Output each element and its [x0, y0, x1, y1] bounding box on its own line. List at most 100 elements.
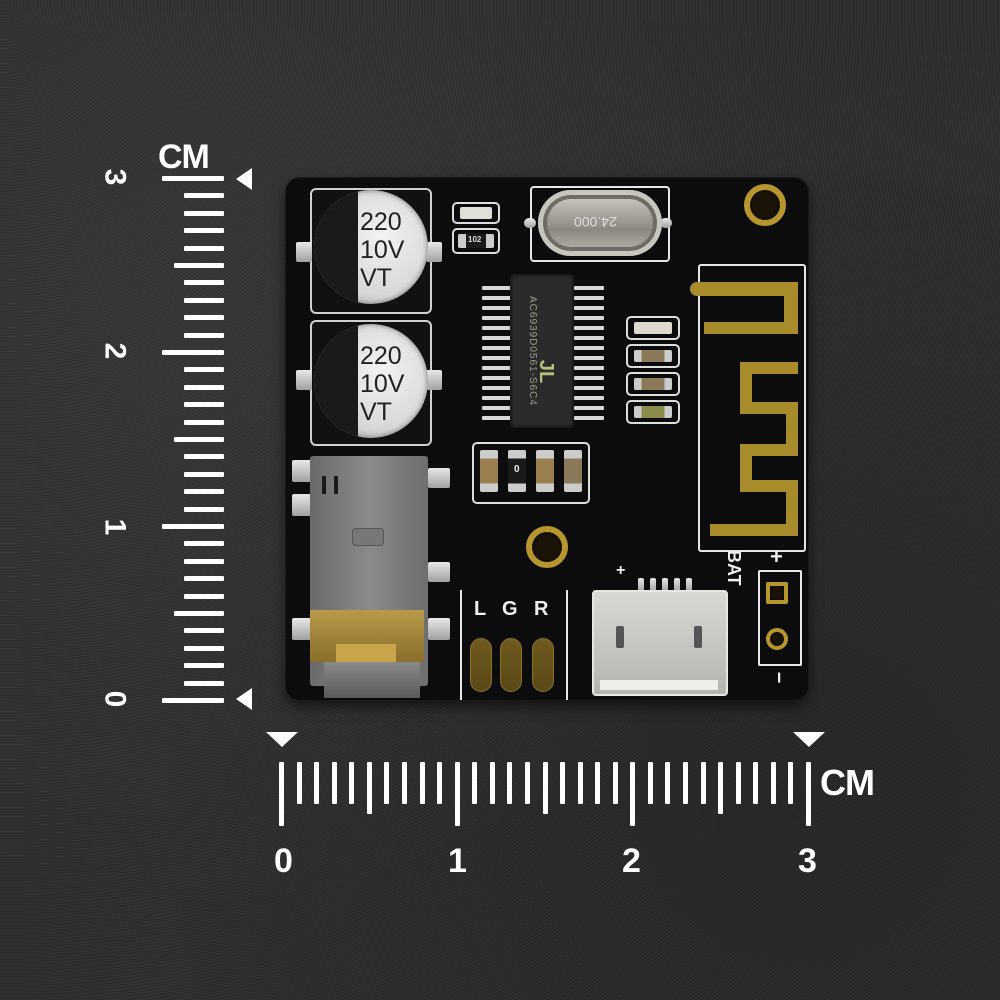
- chip-pin: [482, 336, 512, 340]
- horizontal-ruler-tick: [419, 762, 425, 804]
- usb-plus-label: +: [616, 562, 626, 579]
- audio-pad-outline: [460, 590, 568, 700]
- horizontal-ruler-tick: [735, 762, 741, 804]
- usb-lip: [600, 680, 718, 690]
- horizontal-ruler-tick: [612, 762, 618, 804]
- audio-pad-r: [532, 638, 554, 692]
- vertical-ruler-label-1: 1: [98, 518, 132, 536]
- vertical-ruler-tick: [184, 384, 224, 390]
- horizontal-ruler-label-1: 1: [448, 842, 467, 880]
- mounting-hole-center: [526, 526, 568, 568]
- resistor-row: 0: [472, 442, 590, 504]
- horizontal-ruler-tick: [665, 762, 671, 804]
- vertical-ruler-label-0: 0: [98, 690, 132, 708]
- jack-vent-2: [334, 476, 338, 494]
- chip-pin: [574, 346, 604, 350]
- vertical-ruler-tick: [184, 332, 224, 338]
- audio-pad-label-r: R: [534, 598, 549, 620]
- chip-pin: [482, 306, 512, 310]
- crystal-label: 24.000: [574, 214, 617, 230]
- horizontal-ruler-tick: [630, 762, 636, 826]
- vertical-ruler-tick: [184, 471, 224, 477]
- pcb-antenna-outline: [698, 264, 806, 552]
- zero-ohm-label: 0: [514, 464, 520, 475]
- ruler-marker-right-icon: [793, 732, 825, 747]
- capacitor-2: 220 10V VT: [314, 324, 428, 438]
- chip-marking: AC6939D0561-S6C4: [527, 296, 538, 406]
- chip-pin: [482, 366, 512, 370]
- vertical-ruler-tick: [162, 176, 224, 181]
- vertical-ruler-tick: [184, 297, 224, 303]
- vertical-ruler-tick: [184, 645, 224, 651]
- chip-logo: JL: [535, 359, 558, 384]
- horizontal-ruler-label-2: 2: [622, 842, 641, 880]
- horizontal-ruler-tick: [472, 762, 478, 804]
- micro-usb-port[interactable]: [592, 590, 728, 696]
- ruler-marker-bottom-icon: [236, 688, 252, 710]
- jack-pad-6: [428, 618, 450, 640]
- vertical-ruler-tick: [184, 489, 224, 495]
- horizontal-ruler-label-3: 3: [798, 842, 817, 880]
- chip-pin: [574, 296, 604, 300]
- horizontal-ruler-tick: [788, 762, 794, 804]
- capacitor-2-pad-right: [426, 370, 442, 390]
- chip-pin: [574, 356, 604, 360]
- capacitor-1-pad-right: [426, 242, 442, 262]
- crystal-pad-left: [524, 218, 536, 228]
- chip-pin: [574, 376, 604, 380]
- vertical-ruler-tick: [184, 593, 224, 599]
- audio-jack-gold-contact: [310, 610, 424, 684]
- chip-pin: [574, 326, 604, 330]
- audio-jack-opening: [324, 662, 420, 698]
- chip-pin: [482, 346, 512, 350]
- ruler-marker-left-icon: [266, 732, 298, 747]
- vertical-ruler-tick: [184, 280, 224, 286]
- vertical-ruler-tick: [184, 402, 224, 408]
- chip-pin: [482, 286, 512, 290]
- vertical-ruler-tick: [184, 680, 224, 686]
- capacitor-2-label: 220 10V VT: [360, 342, 405, 426]
- chip-pin: [574, 416, 604, 420]
- audio-pad-label-l: L: [474, 598, 487, 620]
- horizontal-ruler-tick: [542, 762, 548, 814]
- chip-pin: [482, 356, 512, 360]
- battery-label: BAT: [724, 550, 744, 586]
- horizontal-ruler-tick: [683, 762, 689, 804]
- capacitor-1-polarity-stripe: [314, 190, 358, 304]
- horizontal-ruler-tick: [401, 762, 407, 804]
- vertical-ruler: CM 3 2 1 0: [98, 130, 270, 720]
- horizontal-ruler-tick: [718, 762, 724, 814]
- horizontal-ruler-tick: [296, 762, 302, 804]
- horizontal-ruler-tick: [489, 762, 495, 804]
- horizontal-ruler-tick: [314, 762, 320, 804]
- vertical-ruler-tick: [162, 350, 224, 355]
- jack-vent-1: [322, 476, 326, 494]
- crystal-pad-right: [660, 218, 672, 228]
- vertical-ruler-tick: [184, 541, 224, 547]
- vertical-ruler-tick: [162, 524, 224, 529]
- chip-pin: [574, 336, 604, 340]
- vertical-ruler-tick: [184, 367, 224, 373]
- smd-resistor-102: 102: [452, 228, 500, 254]
- jack-pad-3: [428, 468, 450, 488]
- horizontal-ruler-tick: [349, 762, 355, 804]
- chip-pin: [482, 396, 512, 400]
- horizontal-ruler-label-0: 0: [274, 842, 293, 880]
- horizontal-ruler-tick: [279, 762, 284, 826]
- horizontal-ruler-tick: [560, 762, 566, 804]
- chip-pin: [482, 416, 512, 420]
- battery-pad-plus: [766, 582, 788, 604]
- capacitor-2-pad-left: [296, 370, 312, 390]
- chip-pin: [482, 296, 512, 300]
- vertical-ruler-tick: [184, 663, 224, 669]
- vertical-ruler-tick: [184, 193, 224, 199]
- horizontal-ruler-tick: [806, 762, 811, 826]
- horizontal-ruler-tick: [595, 762, 601, 804]
- vertical-ruler-tick: [184, 315, 224, 321]
- capacitor-2-polarity-stripe: [314, 324, 358, 438]
- vertical-ruler-unit-label: CM: [158, 138, 210, 176]
- horizontal-ruler-tick: [384, 762, 390, 804]
- chip-pin: [574, 286, 604, 290]
- battery-plus-label: +: [770, 544, 783, 569]
- vertical-ruler-tick: [184, 558, 224, 564]
